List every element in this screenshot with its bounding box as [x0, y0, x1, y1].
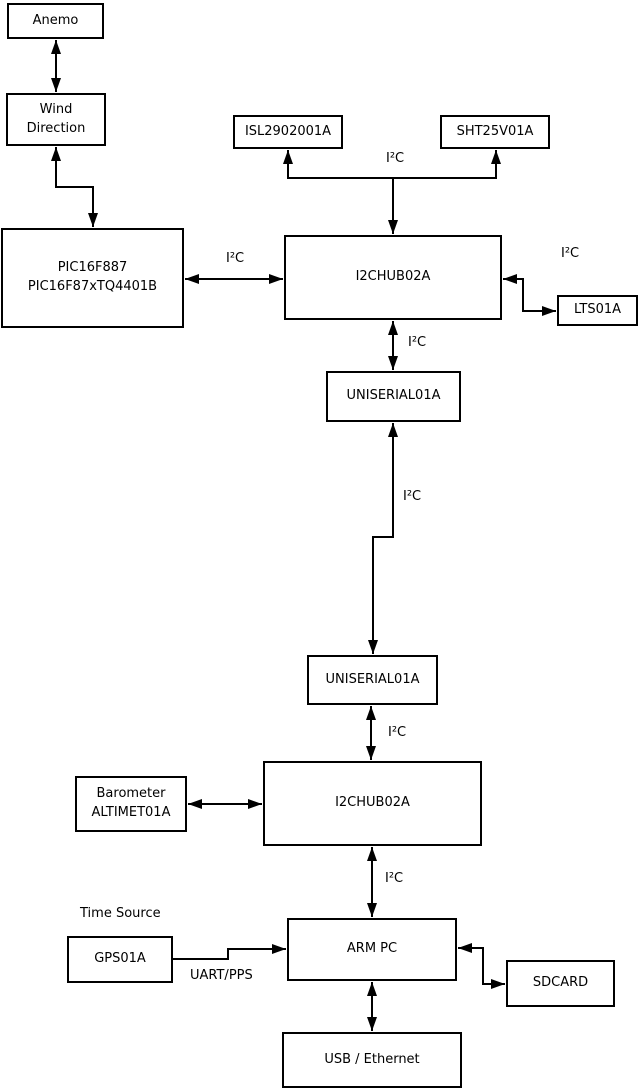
- node-barometer-label-line2: ALTIMET01A: [91, 805, 171, 820]
- node-arm-pc: ARM PC: [287, 918, 457, 981]
- arrow-uniserial-link: [368, 423, 398, 654]
- arrow-hub1-lts: [503, 274, 556, 316]
- label-i2c-uniserial-hub: I²C: [388, 725, 407, 740]
- node-barometer-label-line1: Barometer: [96, 786, 166, 802]
- node-sht25v01a-label: SHT25V01A: [456, 123, 534, 139]
- node-uniserial01a-top-label: UNISERIAL01A: [346, 388, 441, 404]
- node-isl2902001a-label: ISL2902001A: [244, 123, 332, 139]
- node-i2chub02a-bottom-label: I2CHUB02A: [335, 795, 410, 811]
- node-usb-ethernet-label: USB / Ethernet: [324, 1051, 420, 1067]
- label-i2c-pic-hub: I²C: [226, 251, 245, 266]
- label-i2c-hub-uniserial: I²C: [408, 335, 427, 350]
- label-uart-pps: UART/PPS: [190, 968, 253, 983]
- label-time-source: Time Source: [80, 906, 161, 921]
- node-anemo: Anemo: [7, 3, 104, 39]
- node-wind-direction-label-line1: Wind: [39, 101, 73, 117]
- node-lts01a-label: LTS01A: [573, 302, 622, 318]
- arrow-bus-sht: [393, 150, 501, 179]
- node-isl2902001a: ISL2902001A: [233, 115, 343, 149]
- node-sdcard-label: SDCARD: [532, 975, 589, 991]
- node-wind-direction: Wind Direction: [6, 93, 106, 146]
- node-pic16f887-label-line1: PIC16F887: [57, 260, 128, 276]
- arrow-gps-armpc: [173, 944, 286, 960]
- node-wind-direction-label-line2: Direction: [26, 120, 86, 136]
- node-sdcard: SDCARD: [506, 960, 615, 1007]
- node-sht25v01a: SHT25V01A: [440, 115, 550, 149]
- node-pic16f887: PIC16F887 PIC16F87xTQ4401B: [1, 228, 184, 328]
- node-gps01a: GPS01A: [67, 936, 173, 983]
- label-i2c-top-bus: I²C: [386, 151, 405, 166]
- node-gps01a-label: GPS01A: [94, 951, 146, 967]
- arrow-wind-pic: [51, 147, 98, 227]
- node-i2chub02a-top: I2CHUB02A: [284, 235, 502, 320]
- arrow-armpc-sdcard: [458, 943, 505, 989]
- label-i2c-hub-lts: I²C: [561, 246, 580, 261]
- node-i2chub02a-top-label: I2CHUB02A: [355, 269, 431, 285]
- node-lts01a: LTS01A: [557, 295, 638, 326]
- node-usb-ethernet: USB / Ethernet: [282, 1032, 462, 1088]
- node-uniserial01a-bottom: UNISERIAL01A: [307, 655, 438, 705]
- node-uniserial01a-top: UNISERIAL01A: [326, 371, 461, 422]
- arrow-bus-isl-hub1: [283, 150, 398, 234]
- node-pic16f887-label-line2: PIC16F87xTQ4401B: [27, 279, 158, 294]
- label-i2c-hub-armpc: I²C: [385, 871, 404, 886]
- node-i2chub02a-bottom: I2CHUB02A: [263, 761, 482, 846]
- node-anemo-label: Anemo: [32, 12, 79, 28]
- node-barometer-altimet01a: Barometer ALTIMET01A: [75, 776, 187, 832]
- node-uniserial01a-bottom-label: UNISERIAL01A: [325, 671, 420, 687]
- node-arm-pc-label: ARM PC: [346, 941, 398, 957]
- label-i2c-uniserial-link: I²C: [403, 489, 422, 504]
